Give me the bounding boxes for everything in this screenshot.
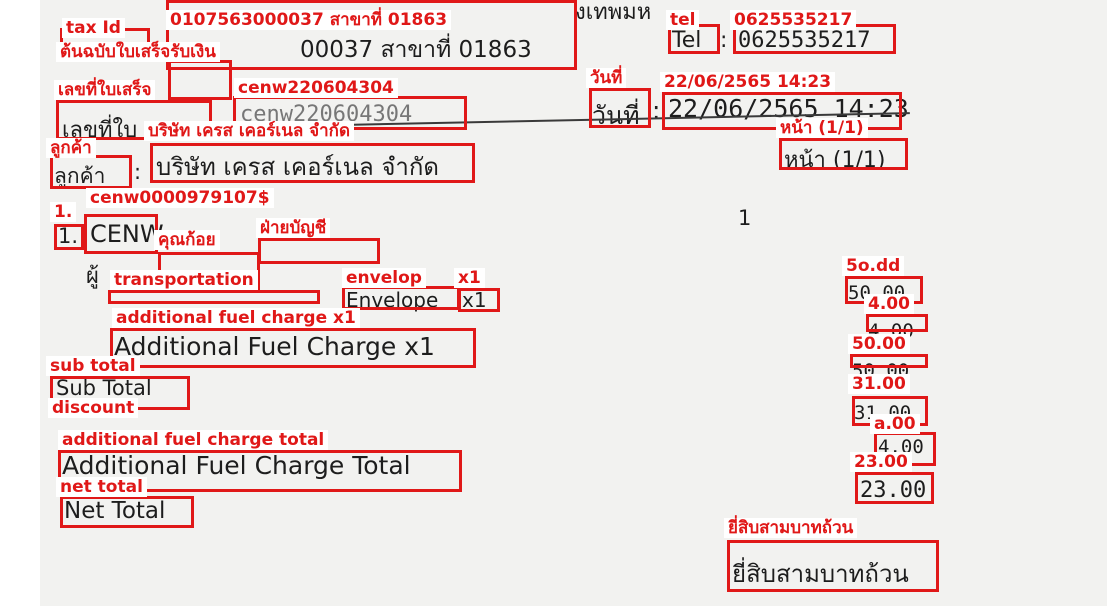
label-amount-e: a.00	[870, 414, 920, 434]
customer-sep: :	[134, 160, 142, 184]
bbox-receipt-type	[168, 60, 232, 100]
net-total-text: Net Total	[64, 498, 166, 524]
bbox-amount-f	[855, 472, 934, 504]
header-partial: งเทพมห	[575, 0, 652, 25]
customer-name-text: บริษัท เครส เคอร์เนล จำกัด	[156, 153, 439, 181]
label-envelop: envelop	[342, 268, 426, 288]
label-page: หน้า (1/1)	[776, 118, 868, 138]
label-company: บริษัท เครส เคอร์เนล จำกัด	[144, 121, 354, 141]
label-tel: tel	[666, 10, 700, 30]
label-amount-d: 31.00	[848, 374, 910, 394]
bbox-amount-b	[866, 314, 928, 332]
bbox-date	[589, 88, 651, 128]
label-net-total: net total	[56, 477, 147, 497]
bbox-department	[258, 238, 380, 264]
bbox-customer	[50, 155, 132, 189]
label-sub-total: sub total	[46, 356, 140, 376]
label-customer: ลูกค้า	[46, 138, 96, 158]
label-fuel-total: additional fuel charge total	[58, 430, 329, 450]
bbox-company	[150, 143, 475, 183]
page-edge	[0, 0, 40, 606]
tel-value-text: 0625535217	[738, 28, 871, 53]
bbox-net-total	[60, 496, 194, 528]
label-item-code: cenw0000979107$	[86, 188, 274, 208]
bbox-amount-words	[727, 540, 939, 592]
bbox-fuel-charge	[110, 328, 476, 368]
label-amount-c: 50.00	[848, 334, 910, 354]
bbox-tax-id-value	[166, 0, 577, 70]
bbox-amount-c	[850, 354, 928, 368]
bbox-fuel-total	[58, 450, 462, 492]
tax-id-text: 00037 สาขาที่ 01863	[300, 37, 532, 63]
amount-words-text: ยี่สิบสามบาทถ้วน	[732, 560, 909, 588]
item-no-text: 1.	[58, 224, 79, 248]
tel-sep: :	[720, 28, 728, 53]
customer-label-text: ลูกค้า	[54, 164, 106, 188]
label-receipt-no-value: cenw220604304	[234, 78, 398, 98]
label-amount-f: 23.00	[850, 452, 912, 472]
label-item-no: 1.	[50, 202, 77, 222]
label-amount-words: ยี่สิบสามบาทถ้วน	[724, 518, 858, 538]
label-fuel-charge: additional fuel charge x1	[112, 308, 360, 328]
date-sep: :	[652, 96, 661, 125]
label-receipt-no: เลขที่ใบเสร็จ	[54, 80, 156, 100]
amount-6: 23.00	[860, 478, 927, 503]
item-code-text: CENW	[90, 220, 164, 248]
bbox-item-no	[54, 224, 84, 250]
label-tax-id-value: 0107563000037 สาขาที่ 01863	[166, 10, 452, 30]
label-date: วันที่	[586, 68, 627, 88]
label-receipt-type: ต้นฉบับใบเสร็จรับเงิน	[56, 42, 220, 62]
bbox-envelop	[342, 286, 460, 310]
label-qty: x1	[454, 268, 485, 288]
label-amount-b: 4.00	[864, 294, 914, 314]
label-transportation: transportation	[110, 270, 258, 290]
envelope-qty-text: x1	[462, 288, 487, 312]
item-qty-header: 1	[738, 206, 752, 230]
bbox-page	[779, 138, 908, 170]
bbox-item-code	[84, 214, 158, 254]
fuel-total-text: Additional Fuel Charge Total	[62, 451, 411, 480]
fuel-line-text: Additional Fuel Charge x1	[114, 332, 435, 361]
label-contact-name: คุณก้อย	[154, 230, 220, 250]
contact-line-text: ผู้	[86, 264, 99, 289]
subtotal-text: Sub Total	[56, 376, 152, 400]
bbox-receipt-no	[56, 100, 212, 140]
bbox-qty	[458, 288, 500, 312]
label-discount: discount	[48, 398, 139, 418]
label-amount-a: 5o.dd	[842, 256, 905, 276]
label-date-value: 22/06/2565 14:23	[660, 72, 836, 92]
label-tel-value: 0625535217	[730, 10, 857, 30]
label-department: ฝ่ายบัญชี	[256, 218, 331, 238]
label-tax-id: tax Id	[62, 18, 125, 38]
tel-label: Tel	[672, 28, 702, 53]
bbox-transportation	[108, 290, 320, 304]
